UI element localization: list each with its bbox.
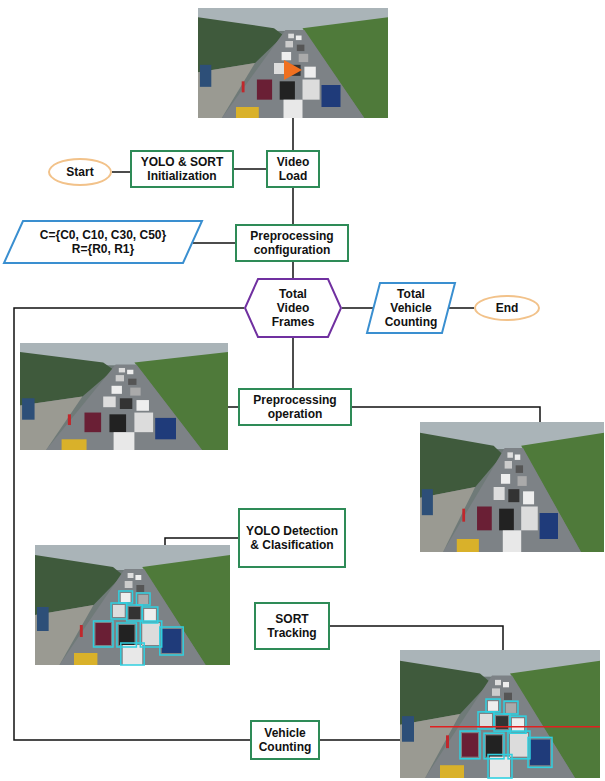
- flow-connector: [449, 307, 474, 309]
- process-box: Preprocessing operation: [238, 388, 352, 426]
- detection-boxes: [94, 591, 184, 665]
- process-box: SORT Tracking: [254, 602, 330, 650]
- video-frame-image: [20, 343, 228, 450]
- process-box: Preprocessing configuration: [235, 224, 349, 262]
- flow-connector: [292, 262, 294, 278]
- node-text: YOLO & SORT Initialization: [136, 155, 228, 183]
- node-text: Preprocessing configuration: [241, 229, 343, 257]
- node-text: Total Video Frames: [266, 287, 320, 329]
- process-box: YOLO & SORT Initialization: [130, 150, 234, 188]
- flow-connector: [193, 242, 235, 244]
- flow-connector: [14, 308, 250, 740]
- node-text: YOLO Detection & Clasification: [244, 524, 340, 552]
- flow-connector: [112, 171, 130, 173]
- process-box: Vehicle Counting: [250, 720, 320, 760]
- node-text: Vehicle Counting: [256, 726, 314, 754]
- play-icon: [284, 60, 302, 80]
- video-frame-image: [198, 8, 388, 118]
- flow-connector: [292, 188, 294, 224]
- node-text: End: [496, 301, 519, 315]
- node-text: C={C0, C10, C30, C50}: [40, 228, 166, 242]
- output-parallelogram: Total Vehicle Counting: [366, 282, 456, 334]
- detection-image: [35, 545, 230, 665]
- node-text: Preprocessing operation: [244, 393, 346, 421]
- node-outline-shape: [4, 221, 202, 263]
- node-text: R={R0, R1}: [72, 242, 134, 256]
- node-text: Start: [66, 165, 93, 179]
- flow-connector: [234, 168, 266, 170]
- process-box: YOLO Detection & Clasification: [238, 508, 346, 568]
- node-text: Total Vehicle Counting: [380, 287, 442, 329]
- loop-hexagon: Total Video Frames: [244, 278, 342, 338]
- flow-connector: [292, 338, 294, 388]
- node-text: Video Load: [272, 155, 314, 183]
- flow-connector: [342, 307, 373, 309]
- image-link-lines: [165, 118, 540, 740]
- node-outline-shape: [245, 279, 341, 337]
- node-outline-shape: [367, 283, 455, 333]
- terminal-ellipse: Start: [48, 158, 112, 186]
- video-frame-image: [420, 422, 604, 552]
- terminal-ellipse: End: [474, 295, 540, 321]
- process-box: Video Load: [266, 150, 320, 188]
- tracking-boxes: [430, 699, 600, 778]
- input-parallelogram: C={C0, C10, C30, C50}R={R0, R1}: [3, 220, 203, 264]
- tracking-image: [400, 650, 600, 778]
- node-text: SORT Tracking: [260, 612, 324, 640]
